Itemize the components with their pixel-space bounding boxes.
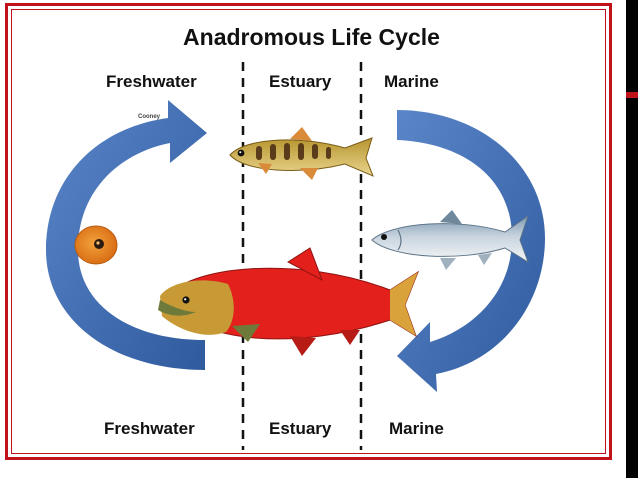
zone-label-bottom-marine: Marine xyxy=(389,419,444,438)
zone-label-top-freshwater: Freshwater xyxy=(106,72,197,91)
diagram-inner-border xyxy=(11,9,606,454)
spawning-fish-icon xyxy=(158,247,420,356)
illustration-credit: Cooney xyxy=(138,114,161,120)
slide-edge-bar xyxy=(626,0,638,478)
right-cycle-arrow xyxy=(397,110,545,392)
egg-icon xyxy=(74,225,118,265)
zone-label-bottom-freshwater: Freshwater xyxy=(104,419,195,438)
ocean-fish-icon xyxy=(371,210,529,270)
slide-edge-accent xyxy=(626,92,638,98)
left-cycle-arrow xyxy=(46,100,207,370)
juvenile-fish-icon xyxy=(229,127,374,180)
zone-label-top-estuary: Estuary xyxy=(269,72,332,91)
diagram-title: Anadromous Life Cycle xyxy=(183,24,440,50)
zone-label-top-marine: Marine xyxy=(384,72,439,91)
zone-label-bottom-estuary: Estuary xyxy=(269,419,332,438)
